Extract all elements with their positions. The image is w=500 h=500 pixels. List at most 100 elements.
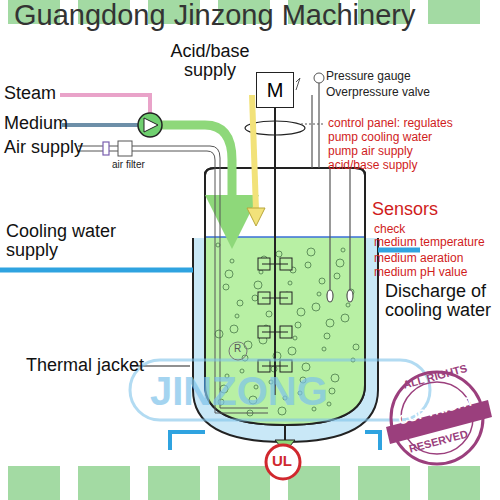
steam-pipe bbox=[60, 95, 150, 113]
bubble bbox=[276, 251, 282, 257]
acid-base-pipe bbox=[252, 95, 256, 210]
watermark-squares bbox=[8, 0, 480, 500]
bubble bbox=[336, 259, 344, 267]
input-label: Steam bbox=[4, 84, 56, 103]
watermark-square bbox=[358, 466, 410, 500]
watermark-text: Guangdong Jinzong Machinery bbox=[14, 0, 494, 31]
control-text: pump cooling water bbox=[328, 131, 432, 144]
medium-feed-pipe bbox=[162, 125, 232, 230]
liquid-surface bbox=[200, 236, 370, 238]
bubble bbox=[341, 248, 345, 252]
valve-line bbox=[311, 95, 312, 168]
bubble bbox=[297, 308, 305, 316]
watermark-square bbox=[78, 466, 130, 500]
bubble bbox=[293, 336, 297, 340]
registered-mark bbox=[229, 342, 247, 360]
water-label: Discharge of cooling water bbox=[385, 282, 497, 321]
part-label: air filter bbox=[112, 160, 145, 171]
input-label: Medium bbox=[4, 114, 68, 133]
bubble bbox=[324, 333, 330, 339]
bubble bbox=[322, 347, 326, 351]
motor-pointer bbox=[296, 78, 300, 90]
watermark-square bbox=[148, 466, 200, 500]
sensor-text: medium temperature bbox=[374, 236, 485, 249]
air-valve bbox=[103, 142, 109, 155]
bubble bbox=[326, 319, 334, 327]
bubble bbox=[225, 270, 233, 278]
bubble bbox=[334, 273, 340, 279]
bubble bbox=[346, 303, 350, 307]
outlet-pipe bbox=[284, 425, 286, 440]
pump-symbol bbox=[144, 118, 158, 132]
input-label: Air supply bbox=[4, 138, 83, 157]
watermark-square bbox=[428, 466, 480, 500]
sensor-heading: Sensors bbox=[372, 200, 438, 219]
bubble bbox=[331, 374, 339, 382]
bubble bbox=[288, 347, 296, 355]
bubble bbox=[215, 330, 223, 338]
water-label: Cooling water supply bbox=[6, 222, 151, 261]
control-text: control panel: regulates bbox=[328, 117, 453, 130]
bubble bbox=[341, 314, 349, 322]
bubble bbox=[237, 300, 243, 306]
part-label: Pressure gauge bbox=[326, 70, 411, 83]
logo-watermark-frame bbox=[130, 360, 430, 420]
supply-label: Acid/base supply bbox=[160, 42, 260, 81]
watermark-square bbox=[428, 0, 480, 24]
impellers bbox=[258, 258, 292, 372]
jacket-drain-right bbox=[365, 432, 380, 450]
bubble bbox=[317, 292, 321, 296]
pump bbox=[138, 113, 162, 137]
acid-base-arrowhead bbox=[247, 208, 265, 226]
watermark-square bbox=[8, 466, 60, 500]
copyright-stamp bbox=[386, 372, 492, 464]
bubble bbox=[230, 325, 238, 333]
part-label: Thermal jacket bbox=[26, 356, 144, 375]
medium-arrow bbox=[162, 125, 232, 222]
cooling-supply-pipe bbox=[0, 268, 193, 273]
logo-watermark: JINZONG bbox=[150, 370, 328, 413]
control-text: pump air supply bbox=[328, 145, 413, 158]
gauge-line bbox=[318, 83, 319, 168]
registered-mark-letter: R bbox=[234, 344, 241, 355]
impeller-arm bbox=[262, 298, 288, 299]
bubble bbox=[252, 295, 258, 301]
control-leader bbox=[300, 124, 323, 125]
node-text: M bbox=[267, 79, 284, 102]
sensor-text: check bbox=[374, 223, 405, 236]
bubble bbox=[235, 314, 239, 318]
sensor-probes bbox=[327, 168, 353, 302]
bubble bbox=[329, 388, 335, 394]
ul-mark: UL bbox=[272, 453, 292, 469]
bubble bbox=[266, 311, 272, 317]
sensor-text: medium aeration bbox=[374, 252, 463, 265]
sensor-text: medium pH value bbox=[374, 266, 467, 279]
motor-box: M bbox=[256, 72, 294, 108]
impeller-arm bbox=[262, 366, 288, 367]
bubble bbox=[254, 281, 262, 289]
bubble bbox=[319, 278, 325, 284]
bubble bbox=[307, 248, 315, 256]
bubble bbox=[353, 344, 359, 350]
bubble bbox=[288, 281, 292, 285]
air-filter bbox=[118, 141, 132, 156]
impeller-arm bbox=[262, 264, 288, 265]
bubble bbox=[259, 270, 263, 274]
medium-pipe bbox=[62, 123, 138, 127]
agitator-shaft bbox=[274, 108, 276, 395]
jacket-drain-left bbox=[170, 432, 205, 450]
part-label: Overpressure valve bbox=[326, 86, 430, 99]
bubble bbox=[312, 303, 320, 311]
pressure-gauge bbox=[314, 73, 324, 83]
ul-logo bbox=[266, 445, 300, 479]
bubble bbox=[223, 284, 229, 290]
bubble bbox=[295, 322, 301, 328]
control-text: acid/base supply bbox=[328, 159, 417, 172]
bubble bbox=[230, 259, 234, 263]
bubble bbox=[216, 243, 220, 247]
bubble bbox=[305, 262, 311, 268]
impeller-arm bbox=[262, 332, 288, 333]
